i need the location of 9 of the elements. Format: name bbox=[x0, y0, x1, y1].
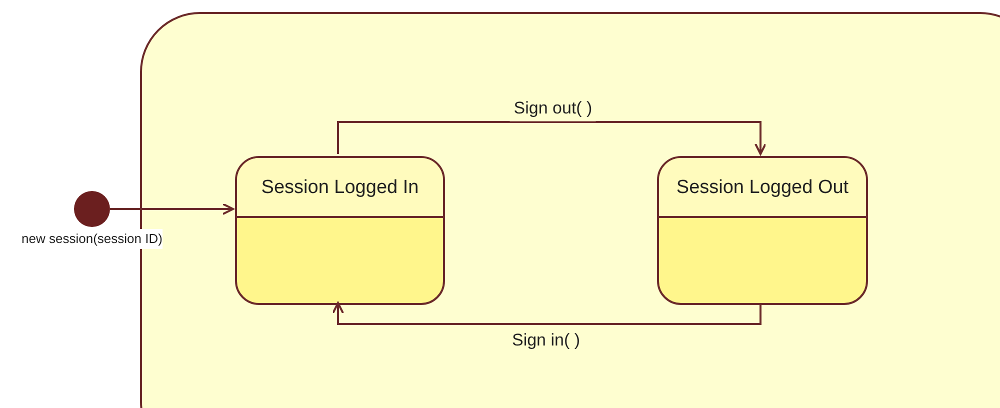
trigger-label: new session(session ID) bbox=[22, 229, 162, 248]
transition-arrow bbox=[110, 203, 234, 215]
composite-state-box bbox=[140, 12, 1000, 408]
state-box bbox=[657, 156, 868, 305]
state-box bbox=[235, 156, 445, 305]
transition-arrow bbox=[337, 121, 766, 155]
transition-arrow bbox=[332, 302, 762, 325]
state-name: Session Logged In bbox=[261, 176, 419, 200]
state-name: Session Logged Out bbox=[676, 176, 849, 200]
